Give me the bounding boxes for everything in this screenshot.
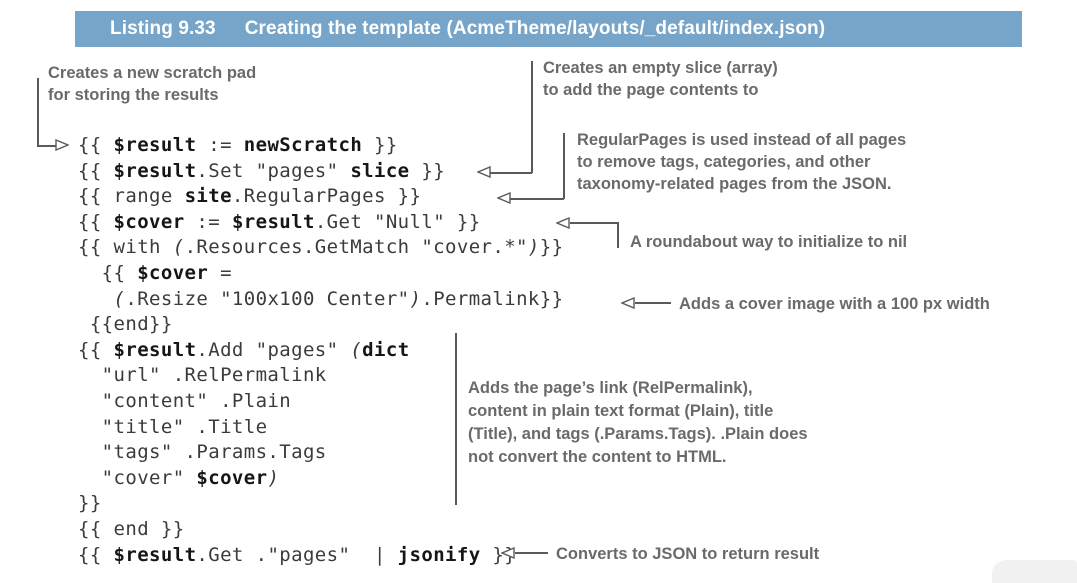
arrow-left-icon	[501, 547, 515, 559]
annotation-empty-slice: Creates an empty slice (array) to add th…	[543, 59, 778, 99]
listing-title: Creating the template (AcmeTheme/layouts…	[244, 18, 826, 39]
arrow-left-icon	[556, 217, 570, 229]
annotation-regular-pages: RegularPages is used instead of all page…	[577, 131, 907, 193]
rule-adds-page-link	[455, 333, 457, 505]
connector-roundabout-hline	[570, 222, 618, 224]
arrow-right-icon	[55, 139, 69, 151]
annotation-cover-image: Adds a cover image with a 100 px width	[679, 295, 990, 313]
annotation-scratch-pad: Creates a new scratch pad for storing th…	[48, 64, 257, 104]
connector-converts-json-hline	[515, 552, 548, 554]
connector-empty-slice-hline	[490, 172, 532, 174]
listing-number: Listing 9.33	[110, 18, 216, 39]
connector-cover-image-hline	[635, 302, 671, 304]
page-corner-decoration	[992, 560, 1077, 583]
connector-scratch-pad-vline	[37, 78, 39, 146]
listing-header: Listing 9.33 Creating the template (Acme…	[75, 11, 1022, 47]
arrow-left-icon	[621, 297, 635, 309]
annotation-roundabout-nil: A roundabout way to initialize to nil	[630, 233, 908, 251]
connector-roundabout-vline	[617, 222, 619, 248]
arrow-left-icon	[497, 192, 511, 204]
code-listing: {{ $result := newScratch }}{{ $result.Se…	[78, 134, 564, 566]
annotation-adds-page-link: Adds the page’s link (RelPermalink), con…	[468, 379, 808, 466]
connector-regular-pages-hline	[510, 198, 564, 200]
arrow-left-icon	[477, 166, 491, 178]
connector-scratch-pad-hline	[37, 145, 56, 147]
annotation-converts-json: Converts to JSON to return result	[556, 545, 820, 563]
connector-empty-slice-vline	[531, 61, 533, 173]
connector-regular-pages-vline	[563, 133, 565, 199]
